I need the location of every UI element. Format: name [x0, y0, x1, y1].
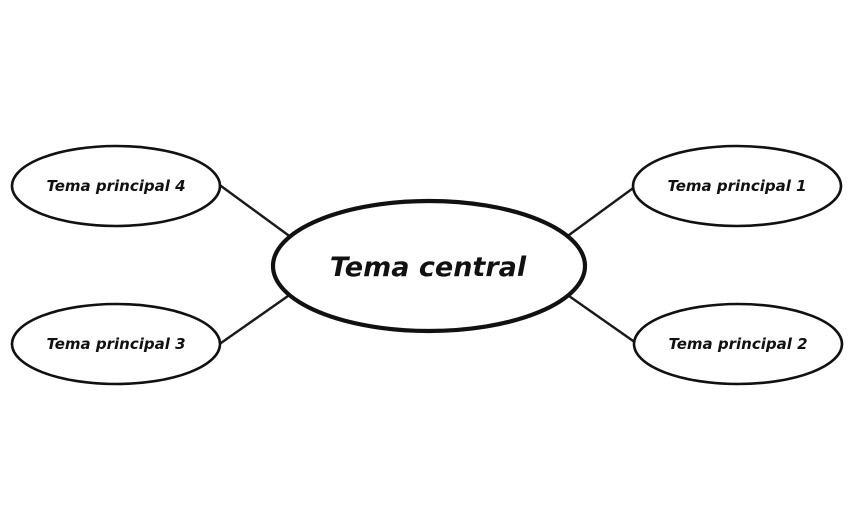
main-topic-4-ellipse [10, 144, 222, 228]
connector-central-topic-3 [219, 294, 290, 345]
main-topic-node-3[interactable]: Tema principal 3 [10, 302, 222, 386]
main-topic-3-label: Tema principal 3 [46, 335, 185, 353]
main-topic-1-label: Tema principal 1 [667, 177, 806, 195]
central-topic-label: Tema central [330, 252, 527, 283]
main-topic-node-1[interactable]: Tema principal 1 [631, 144, 843, 228]
central-topic-ellipse [270, 198, 588, 334]
main-topic-4-label: Tema principal 4 [46, 177, 185, 195]
main-topic-1-ellipse [631, 144, 843, 228]
connector-central-topic-4 [219, 184, 290, 237]
central-topic-node[interactable]: Tema central [270, 198, 588, 334]
main-topic-node-2[interactable]: Tema principal 2 [632, 302, 844, 386]
connector-central-topic-1 [567, 184, 638, 237]
connectors [219, 184, 638, 345]
main-topic-3-ellipse [10, 302, 222, 386]
connector-central-topic-2 [567, 294, 638, 345]
main-topic-node-4[interactable]: Tema principal 4 [10, 144, 222, 228]
main-topic-2-ellipse [632, 302, 844, 386]
main-topic-2-label: Tema principal 2 [668, 335, 807, 353]
